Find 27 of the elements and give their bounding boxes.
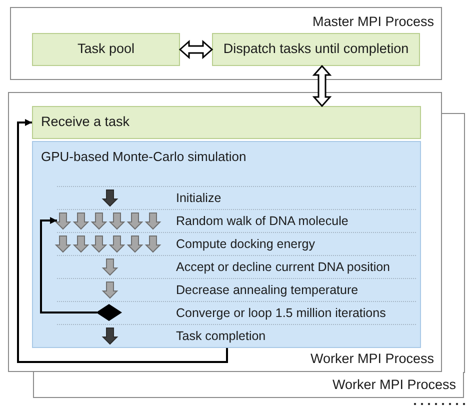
process-box <box>8 92 442 372</box>
task-label: Receive a task <box>41 113 130 132</box>
process-box <box>33 372 464 398</box>
task-box <box>212 33 420 66</box>
step-label: Task completion <box>176 328 266 345</box>
simulation-panel <box>32 141 421 348</box>
task-label: Task pool <box>77 40 135 58</box>
decision-diamond <box>96 304 122 321</box>
panel-title: GPU-based Monte-Carlo simulation <box>41 148 246 166</box>
step-label: Random walk of DNA molecule <box>176 212 348 230</box>
process-box <box>10 7 442 80</box>
process-label: Worker MPI Process <box>310 350 434 368</box>
task-box <box>32 106 421 139</box>
process-label: Master MPI Process <box>312 13 434 31</box>
process-label: Worker MPI Process <box>332 376 456 394</box>
step-row <box>57 301 416 324</box>
step-label: Converge or loop 1.5 million iterations <box>176 304 386 322</box>
loop-arrow <box>40 217 97 314</box>
step-label: Compute docking energy <box>176 236 315 253</box>
double-arrow <box>312 64 332 108</box>
task-box <box>32 33 180 66</box>
step-label: Initialize <box>176 190 222 207</box>
step-label: Accept or decline current DNA position <box>176 258 390 276</box>
step-label: Decrease annealing temperature <box>176 282 358 299</box>
task-label: Dispatch tasks until completion <box>223 40 409 58</box>
loop-arrow <box>17 119 228 363</box>
double-arrow <box>178 40 214 60</box>
